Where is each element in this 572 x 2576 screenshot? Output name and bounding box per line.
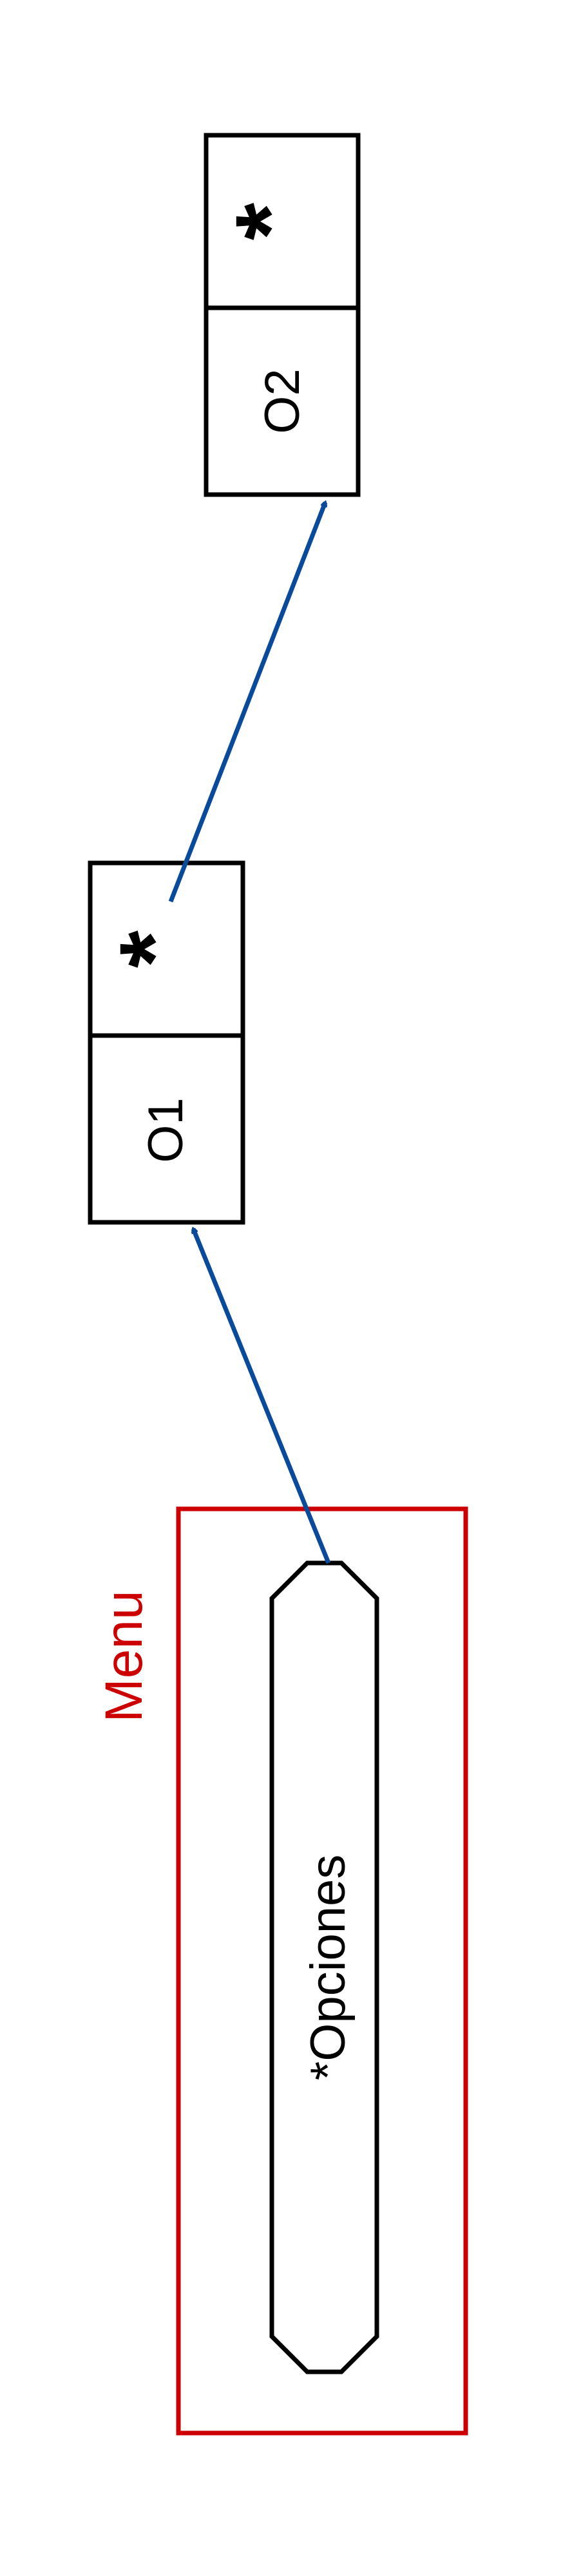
menu-frame-label: Menu [95,1590,153,1722]
node-o1-label: O1 [138,1097,193,1162]
menu-frame [176,1506,468,2436]
opciones-pointer-label: *Opciones [301,1855,356,2081]
node-o2-label: O2 [255,368,310,433]
node-o1-box [88,860,245,1225]
node-o1: * O1 [88,860,245,1225]
node-o1-pointer-glyph: * [99,930,207,968]
node-o2-pointer-glyph: * [215,202,323,240]
opciones-pointer-shape [269,1560,379,2374]
arrow-opciones-to-o1 [193,1229,331,1564]
node-o2-box [204,133,361,497]
node-o2: * O2 [204,133,361,497]
arrow-o1-to-o2 [168,502,325,903]
